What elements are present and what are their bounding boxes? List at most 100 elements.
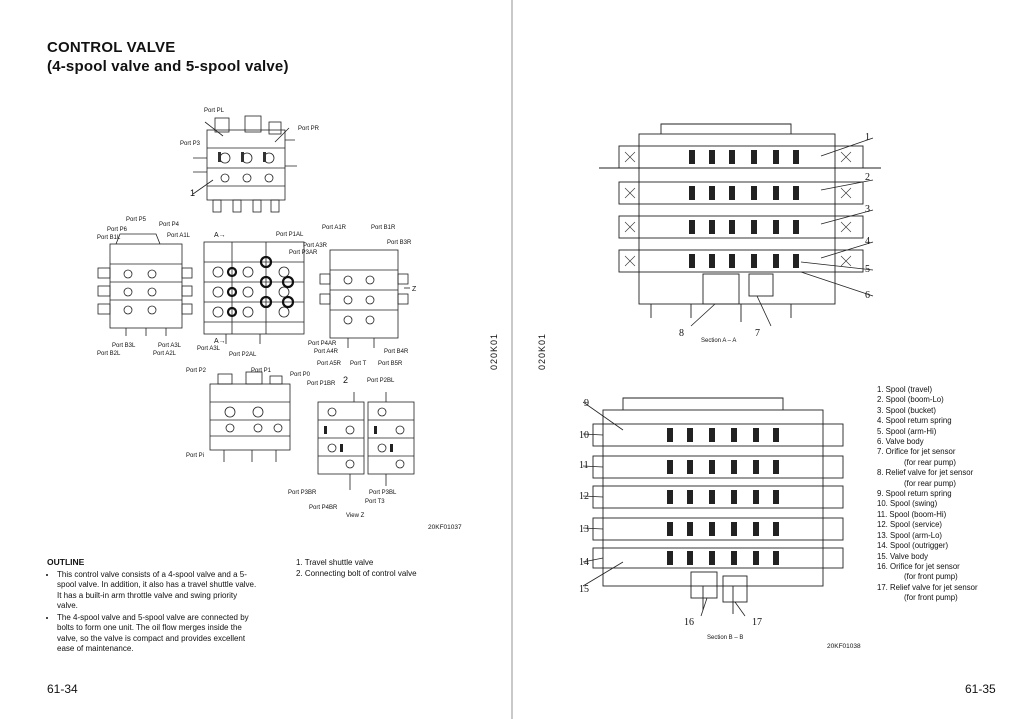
label-port-a3r: Port A3R: [303, 243, 328, 249]
label-port-a1l: Port A1L: [167, 233, 191, 239]
callout-12: 12: [579, 491, 589, 502]
callout-17: 17: [752, 617, 762, 628]
label-port-pi: Port Pi: [186, 453, 205, 459]
callout-5: 5: [865, 264, 870, 275]
figure-code-right: 20KF01038: [827, 643, 861, 650]
label-1: 1: [190, 188, 196, 198]
legend-item: (for rear pump): [904, 478, 956, 488]
vertical-code-right: 020K01: [537, 332, 547, 370]
view-z-drawing: [317, 392, 415, 490]
legend-item: 9. Spool return spring: [877, 489, 952, 499]
component-notes: 1. Travel shuttle valve 2. Connecting bo…: [296, 557, 417, 579]
legend-item: 11. Spool (boom-Hi): [877, 509, 947, 519]
callout-2: 2: [865, 172, 870, 183]
label-port-p2al: Port P2AL: [229, 352, 257, 358]
right-page: 020K01: [513, 0, 1024, 719]
label-port-p1br: Port P1BR: [307, 381, 336, 387]
label-port-pl: Port PL: [204, 108, 225, 114]
label-port-p2bl: Port P2BL: [367, 378, 395, 384]
label-port-b4r: Port B4R: [384, 349, 409, 355]
callout-10: 10: [579, 430, 589, 441]
legend-item: 13. Spool (arm-Lo): [877, 530, 943, 540]
legend-item: 6. Valve body: [877, 437, 924, 447]
label-port-p3bl: Port P3BL: [369, 490, 397, 496]
legend-item: 10. Spool (swing): [877, 499, 938, 509]
valve-top-view-drawing: [192, 115, 297, 213]
valve-left-block-drawing: [97, 233, 193, 336]
label-port-b1l: Port B1L: [97, 235, 121, 241]
legend-item: (for front pump): [904, 572, 958, 582]
outline-bullet-2: The 4-spool valve and 5-spool valve are …: [57, 613, 257, 655]
legend-item: 17. Relief valve for jet sensor: [877, 582, 978, 592]
label-port-p4: Port P4: [159, 222, 180, 228]
label-section-a-bottom: A→: [214, 338, 226, 345]
label-port-b3r: Port B3R: [387, 240, 412, 246]
callout-14: 14: [579, 557, 589, 568]
label-port-p3: Port P3: [180, 141, 201, 147]
label-port-a2l-left: Port A2L: [153, 351, 177, 357]
label-port-a3l-left: Port A3L: [158, 343, 182, 349]
legend-item: 15. Valve body: [877, 551, 929, 561]
callout-1: 1: [865, 132, 870, 143]
callout-7: 7: [755, 328, 760, 339]
label-port-p4ar: Port P4AR: [308, 341, 337, 347]
label-port-a4r: Port A4R: [314, 349, 339, 355]
callout-8: 8: [679, 328, 684, 339]
callout-13: 13: [579, 524, 589, 535]
legend-item: (for rear pump): [904, 457, 956, 467]
legend-item: 4. Spool return spring: [877, 416, 952, 426]
left-page: CONTROL VALVE (4-spool valve and 5-spool…: [0, 0, 511, 719]
outline-bullet-1-text: This control valve consists of a 4-spool…: [57, 569, 257, 590]
page-number-right: 61-35: [965, 682, 996, 696]
label-port-p2: Port P2: [186, 368, 207, 374]
legend-item: (for front pump): [904, 593, 958, 603]
label-port-b2l: Port B2L: [97, 351, 121, 357]
section-bb-drawing: [583, 397, 844, 617]
outline-section: OUTLINE This control valve consists of a…: [47, 557, 257, 656]
legend-item: 1. Spool (travel): [877, 385, 933, 394]
label-port-b5r: Port B5R: [378, 361, 403, 367]
label-z: Z: [412, 286, 417, 293]
legend-item: 8. Relief valve for jet sensor: [877, 468, 974, 478]
title-line-1: CONTROL VALVE: [47, 39, 176, 56]
label-port-p1al: Port P1AL: [276, 232, 304, 238]
valve-right-block-drawing: [319, 249, 410, 348]
label-port-p3ar: Port P3AR: [289, 250, 318, 256]
legend-item: 2. Spool (boom-Lo): [877, 395, 944, 405]
label-port-p0: Port P0: [290, 372, 311, 378]
callout-6: 6: [865, 290, 870, 301]
outline-bullet-1-text-2: It has a built-in arm throttle valve and…: [57, 590, 238, 611]
label-view-z: View Z: [346, 513, 365, 519]
note-item: 2. Connecting bolt of control valve: [296, 569, 417, 578]
valve-bottom-left-drawing: [209, 371, 291, 462]
page-title: CONTROL VALVE (4-spool valve and 5-spool…: [47, 38, 289, 76]
callout-11: 11: [579, 460, 589, 471]
page-number-left: 61-34: [47, 682, 78, 696]
label-port-a5r: Port A5R: [317, 361, 342, 367]
label-port-a3l-mid: Port A3L: [197, 346, 221, 352]
label-port-t: Port T: [350, 361, 367, 367]
parts-legend: 1. Spool (travel) 2. Spool (boom-Lo) 3. …: [877, 385, 978, 604]
section-aa-label: Section A – A: [701, 338, 737, 344]
callout-15: 15: [579, 584, 589, 595]
label-port-t3: Port T3: [365, 499, 385, 505]
title-line-2: (4-spool valve and 5-spool valve): [47, 58, 289, 75]
spool-rows-top: [618, 145, 864, 273]
valve-middle-section-drawing: [203, 241, 305, 344]
label-port-p4br: Port P4BR: [309, 505, 338, 511]
legend-item: 14. Spool (outrigger): [877, 541, 949, 551]
book-spine: [511, 0, 513, 719]
legend-item: 5. Spool (arm-Hi): [877, 426, 937, 436]
label-port-pr: Port PR: [298, 126, 320, 132]
legend-item: 3. Spool (bucket): [877, 405, 936, 415]
callout-3: 3: [865, 204, 870, 215]
callout-9: 9: [584, 398, 589, 409]
figure-code-left: 20KF01037: [428, 524, 462, 531]
label-section-a-top: A→: [214, 232, 226, 239]
label-port-a1r: Port A1R: [322, 225, 347, 231]
label-2: 2: [343, 375, 349, 385]
callout-16: 16: [684, 617, 694, 628]
vertical-code-left: 020K01: [489, 332, 499, 370]
label-port-p1: Port P1: [251, 368, 272, 374]
legend-item: 16. Orifice for jet sensor: [877, 561, 960, 571]
